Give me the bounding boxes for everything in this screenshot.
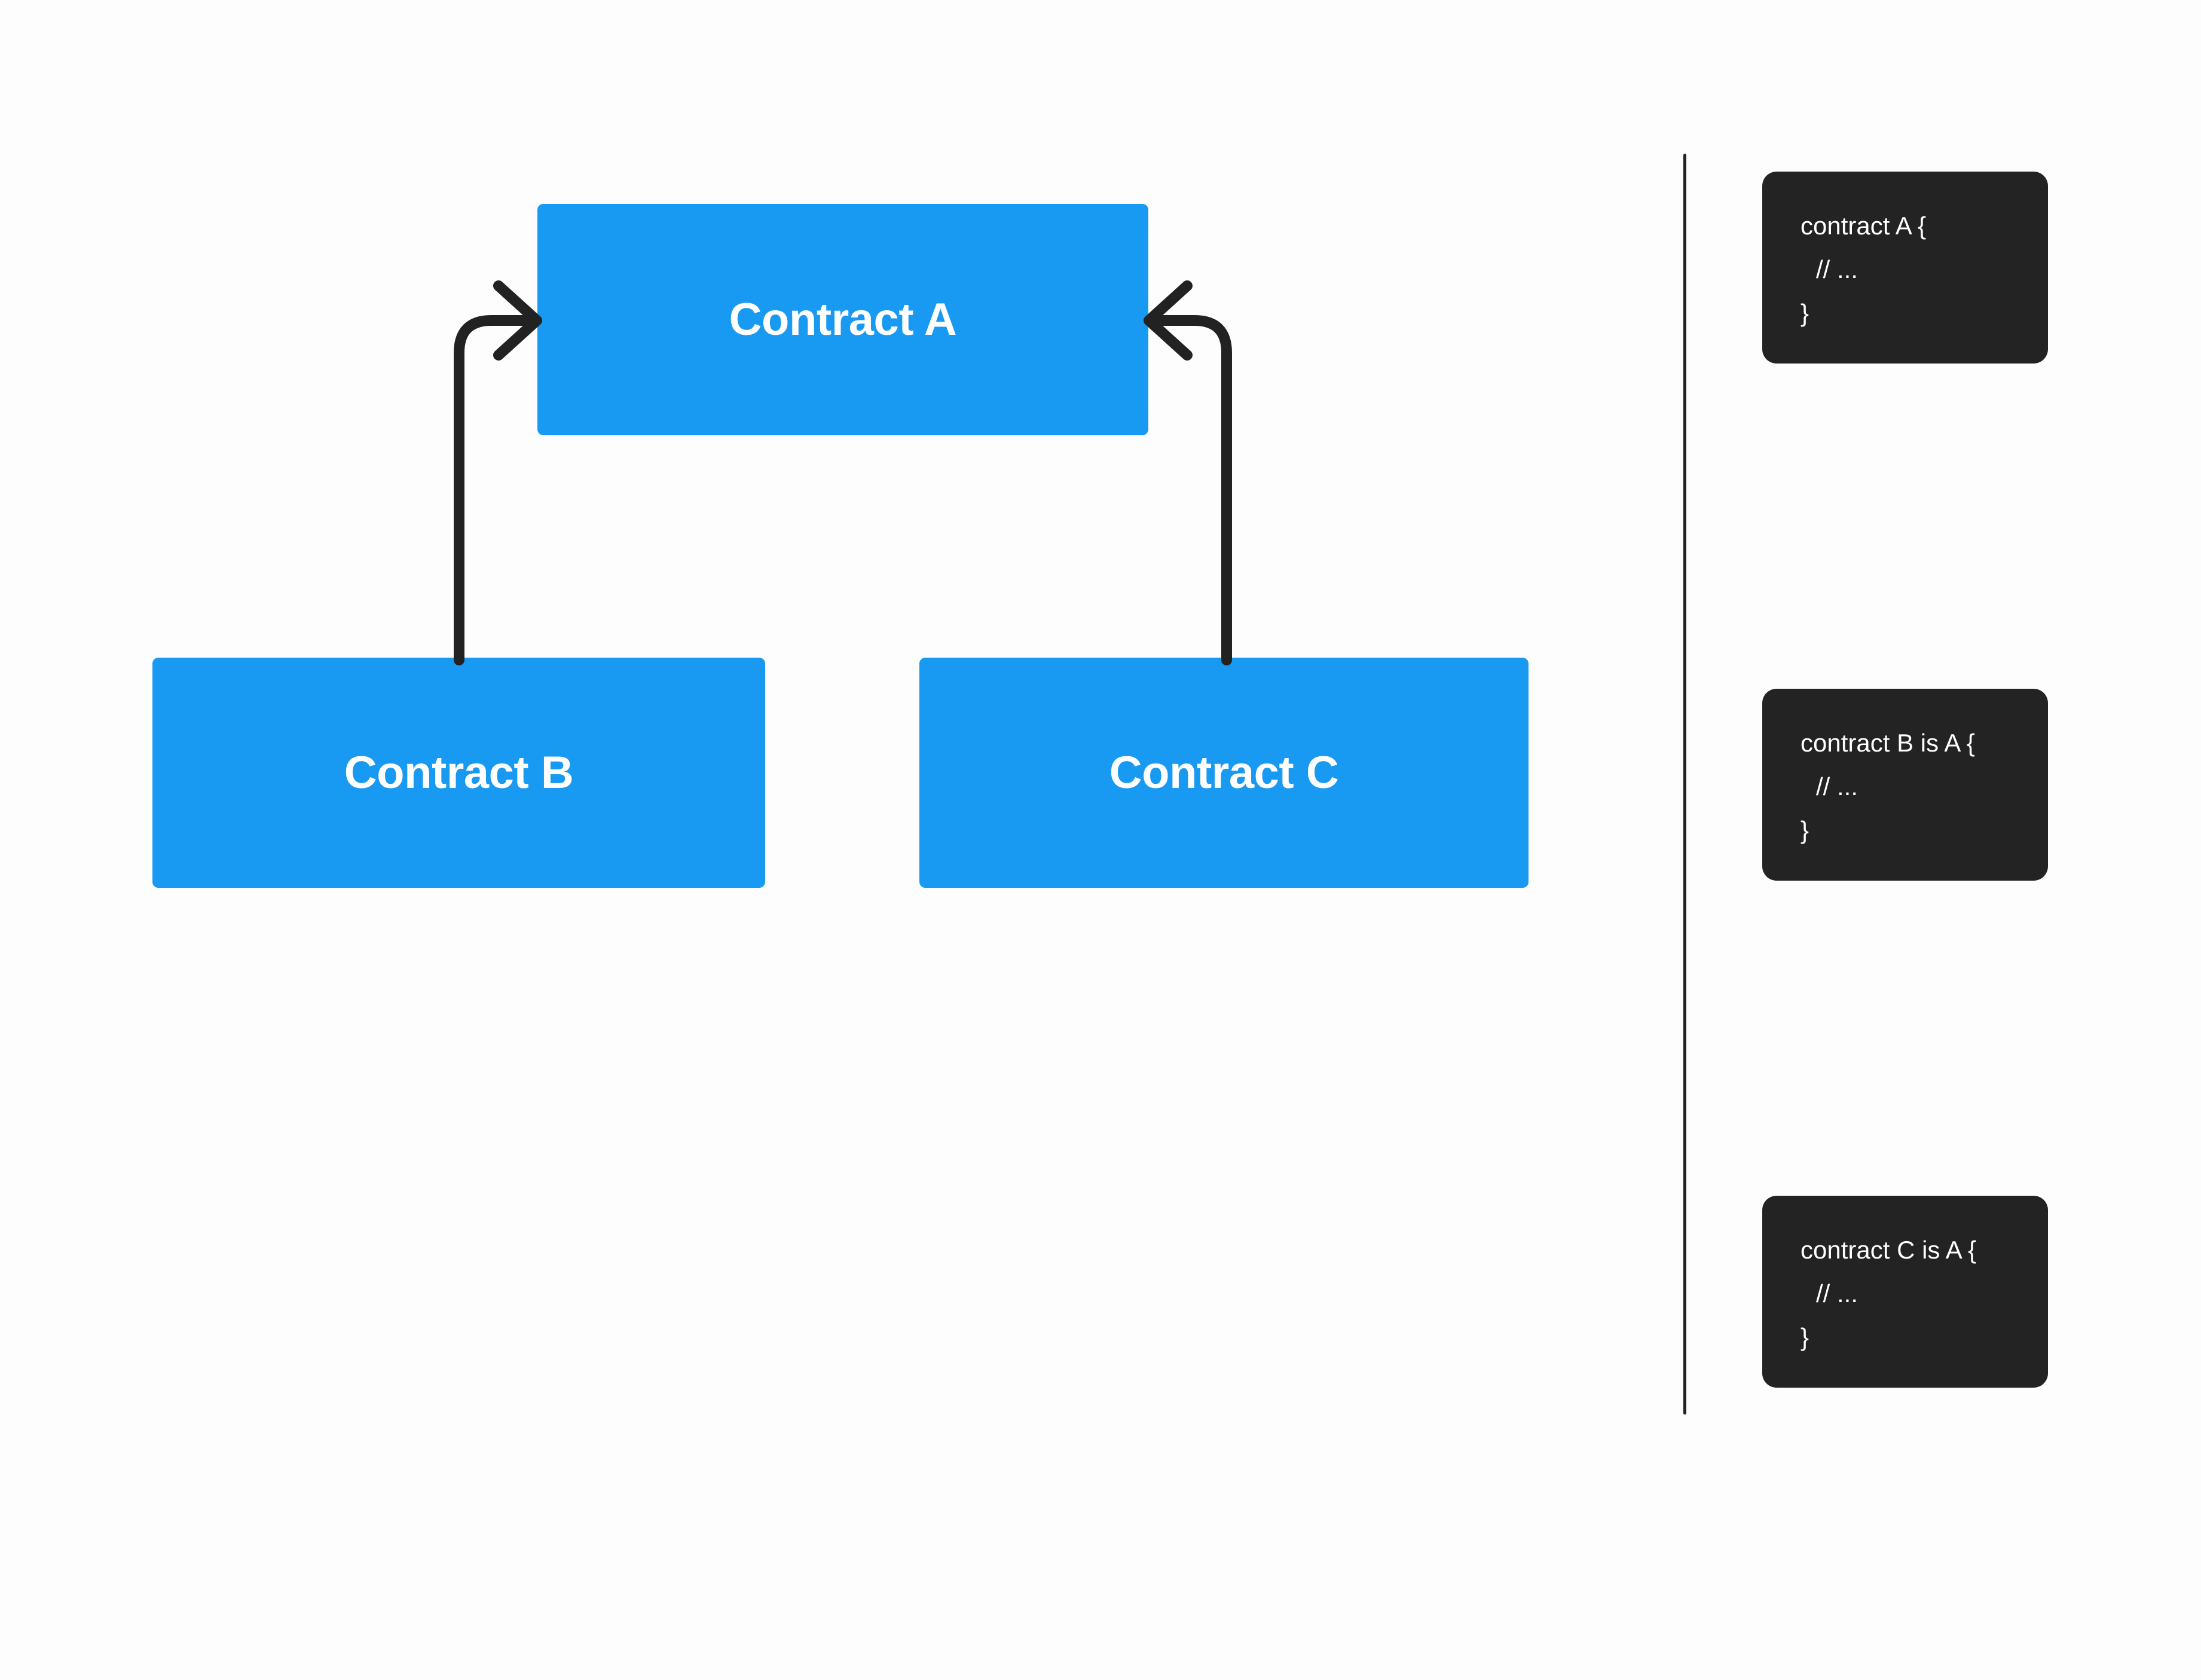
arrow-b-to-a-head-icon bbox=[493, 280, 542, 361]
code-panel-contract-b: contract B is A { // ... } bbox=[1762, 689, 2048, 881]
node-contract-c-label: Contract C bbox=[1109, 747, 1339, 798]
code-line: // ... bbox=[1816, 255, 1858, 283]
code-line: } bbox=[1800, 816, 1809, 844]
code-line: } bbox=[1800, 299, 1809, 327]
code-line: contract C is A { bbox=[1800, 1236, 1977, 1264]
node-contract-b-label: Contract B bbox=[344, 747, 574, 798]
code-line: // ... bbox=[1816, 1279, 1858, 1308]
code-panel-contract-a: contract A { // ... } bbox=[1762, 172, 2048, 364]
code-line: contract B is A { bbox=[1800, 729, 1975, 757]
code-line: contract A { bbox=[1800, 212, 1927, 240]
arrow-b-to-a-line bbox=[454, 315, 535, 665]
code-line: } bbox=[1800, 1323, 1809, 1351]
node-contract-a-label: Contract A bbox=[729, 294, 957, 345]
node-contract-c: Contract C bbox=[919, 658, 1529, 888]
code-line: // ... bbox=[1816, 772, 1858, 801]
node-contract-a: Contract A bbox=[537, 204, 1148, 435]
vertical-divider bbox=[1683, 154, 1686, 1415]
arrow-c-to-a-line bbox=[1151, 315, 1232, 665]
node-contract-b: Contract B bbox=[152, 658, 765, 888]
code-panel-contract-c: contract C is A { // ... } bbox=[1762, 1196, 2048, 1388]
arrow-c-to-a-head-icon bbox=[1144, 280, 1193, 361]
